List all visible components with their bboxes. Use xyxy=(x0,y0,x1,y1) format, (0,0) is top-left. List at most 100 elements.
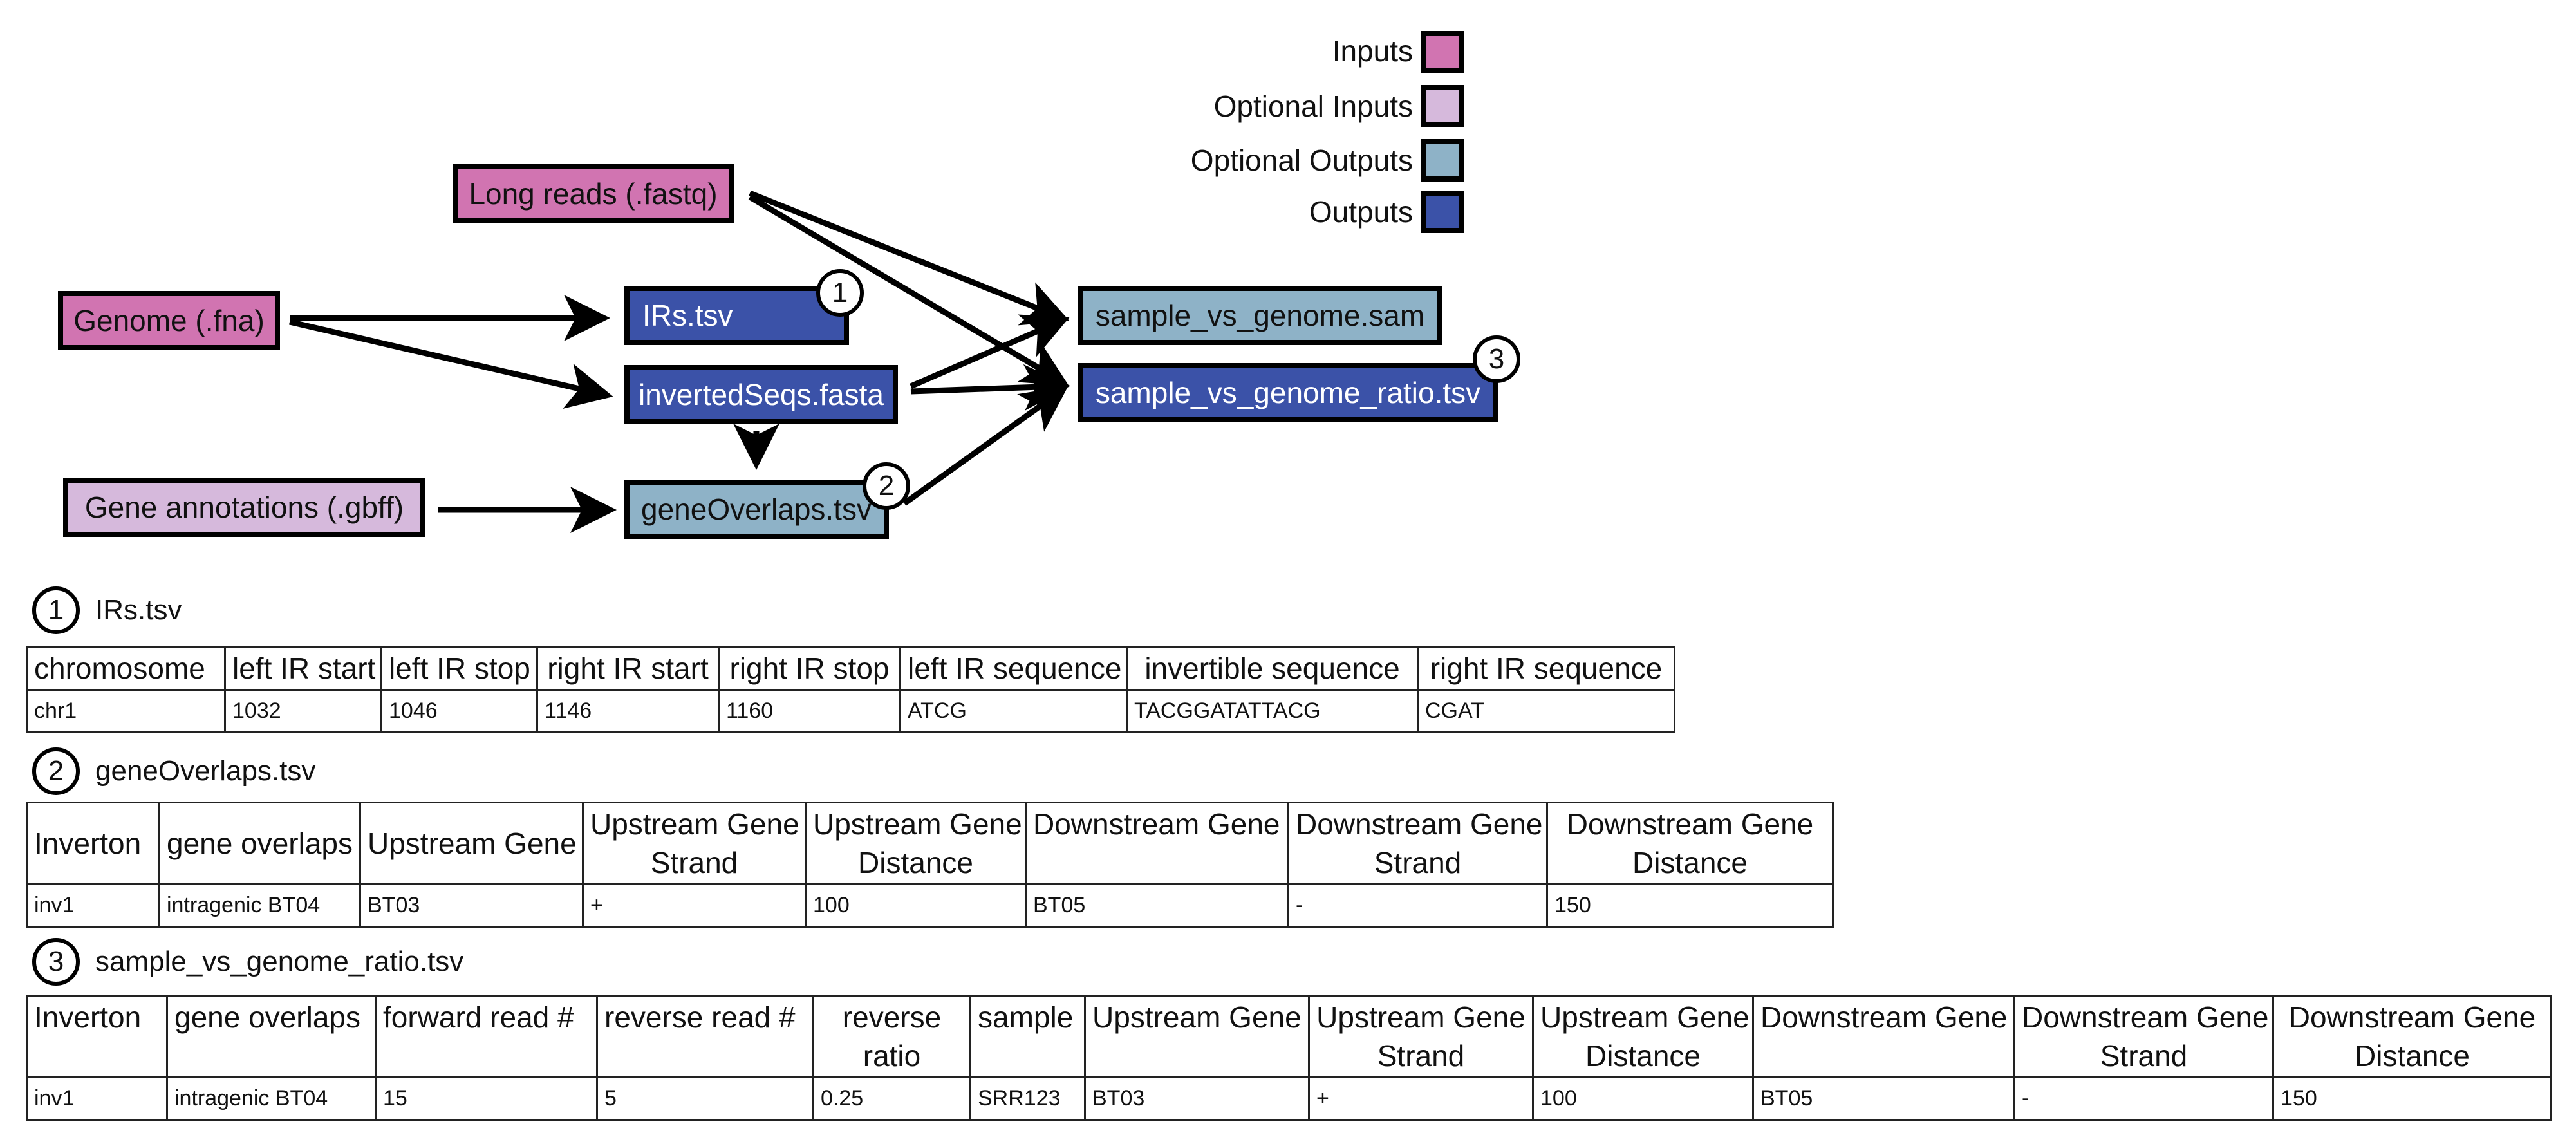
badge-1: 1 xyxy=(816,269,864,317)
header-line: Strand xyxy=(1374,846,1462,879)
table-cell: inv1 xyxy=(26,1076,168,1121)
ratio-box: sample_vs_genome_ratio.tsv xyxy=(1078,363,1498,422)
table-cell: 1146 xyxy=(536,689,720,733)
header-line: Distance xyxy=(2355,1039,2470,1073)
genome-box: Genome (.fna) xyxy=(58,291,280,350)
table-cell: 5 xyxy=(596,1076,814,1121)
table-header-cell: Inverton xyxy=(26,802,160,885)
table-cell: CGAT xyxy=(1417,689,1675,733)
table-cell: 1032 xyxy=(224,689,382,733)
header-line: Distance xyxy=(858,846,973,879)
table-header-cell: reverse ratio xyxy=(812,995,971,1078)
legend-inputs-swatch xyxy=(1421,31,1464,73)
table-header-row: chromosome left IR start left IR stop ri… xyxy=(26,646,1675,691)
table-row: inv1 intragenic BT04 BT03 + 100 BT05 - 1… xyxy=(26,883,1834,928)
header-line: ratio xyxy=(863,1039,921,1073)
irs-table: chromosome left IR start left IR stop ri… xyxy=(26,646,1675,733)
header-line: Upstream Gene xyxy=(1316,1000,1526,1034)
table-cell: 1046 xyxy=(380,689,538,733)
table-cell: SRR123 xyxy=(969,1076,1086,1121)
table-header-cell: Inverton xyxy=(26,995,168,1078)
table-cell: TACGGATATTACG xyxy=(1126,689,1419,733)
legend-optional-inputs-swatch xyxy=(1421,85,1464,127)
table-header-cell: left IR start xyxy=(224,646,382,691)
section-irs-title: 1 IRs.tsv xyxy=(32,586,182,634)
table-header-cell: Downstream Gene xyxy=(1752,995,2015,1078)
inverted-seqs-box: invertedSeqs.fasta xyxy=(624,365,898,424)
table-cell: 100 xyxy=(1532,1076,1754,1121)
table-header-cell: forward read # xyxy=(375,995,598,1078)
table-header-cell: invertible sequence xyxy=(1126,646,1419,691)
header-line: Downstream Gene xyxy=(1296,807,1543,841)
header-line: Strand xyxy=(2100,1039,2188,1073)
header-line: Distance xyxy=(1585,1039,1701,1073)
table-cell: - xyxy=(1287,883,1548,928)
table-header-cell: Upstream Gene xyxy=(359,802,584,885)
table-header-cell: chromosome xyxy=(26,646,226,691)
legend-outputs-swatch xyxy=(1421,191,1464,233)
table-cell: chr1 xyxy=(26,689,226,733)
arrow-inverted-to-ratio xyxy=(910,364,1070,411)
table-header-cell: right IR start xyxy=(536,646,720,691)
section-irs-badge: 1 xyxy=(32,586,80,634)
section-ratio-label: sample_vs_genome_ratio.tsv xyxy=(95,946,464,977)
legend-outputs-label: Outputs xyxy=(1309,195,1413,229)
section-ratio-badge: 3 xyxy=(32,938,80,986)
arrow-genome-to-inverted xyxy=(288,319,613,409)
table-cell: 0.25 xyxy=(812,1076,971,1121)
table-header-cell: gene overlaps xyxy=(158,802,361,885)
table-header-cell: gene overlaps xyxy=(166,995,377,1078)
arrow-inverted-to-sam xyxy=(910,314,1070,389)
table-header-cell: reverse read # xyxy=(596,995,814,1078)
table-cell: + xyxy=(582,883,807,928)
header-line: Strand xyxy=(650,846,738,879)
table-header-cell: sample xyxy=(969,995,1086,1078)
table-cell: 15 xyxy=(375,1076,598,1121)
table-header-cell: right IR stop xyxy=(718,646,901,691)
badge-3: 3 xyxy=(1473,335,1520,383)
gene-annotations-box: Gene annotations (.gbff) xyxy=(63,478,425,537)
header-line: Strand xyxy=(1377,1039,1465,1073)
table-row: inv1 intragenic BT04 15 5 0.25 SRR123 BT… xyxy=(26,1076,2552,1121)
section-overlaps-badge: 2 xyxy=(32,747,80,795)
table-header-cell: left IR stop xyxy=(380,646,538,691)
legend-optional-outputs-label: Optional Outputs xyxy=(1190,144,1413,177)
table-header-cell: right IR sequence xyxy=(1417,646,1675,691)
gene-overlaps-box: geneOverlaps.tsv xyxy=(624,480,889,539)
header-line: Upstream Gene xyxy=(813,807,1022,841)
table-cell: BT03 xyxy=(1084,1076,1310,1121)
table-cell: intragenic BT04 xyxy=(158,883,361,928)
irs-box: IRs.tsv xyxy=(624,286,849,345)
overlaps-table: Inverton gene overlaps Upstream Gene Ups… xyxy=(26,802,1834,928)
header-line: reverse xyxy=(842,1000,942,1034)
table-cell: 150 xyxy=(1546,883,1834,928)
sam-box: sample_vs_genome.sam xyxy=(1078,286,1442,345)
header-line: Upstream Gene xyxy=(590,807,799,841)
arrow-longreads-to-ratio xyxy=(748,194,1069,386)
table-cell: - xyxy=(2013,1076,2274,1121)
legend-optional-inputs-label: Optional Inputs xyxy=(1213,89,1413,123)
section-overlaps-title: 2 geneOverlaps.tsv xyxy=(32,747,315,795)
section-overlaps-label: geneOverlaps.tsv xyxy=(95,755,316,787)
table-header-row: Inverton gene overlaps forward read # re… xyxy=(26,995,2552,1078)
flow-arrows xyxy=(288,190,1070,533)
table-cell: ATCG xyxy=(899,689,1128,733)
table-cell: 150 xyxy=(2272,1076,2552,1121)
header-line: Downstream Gene xyxy=(1566,807,1814,841)
arrow-longreads-to-sam xyxy=(749,190,1070,326)
long-reads-box: Long reads (.fastq) xyxy=(453,164,734,223)
table-header-row: Inverton gene overlaps Upstream Gene Ups… xyxy=(26,802,1834,885)
table-cell: BT05 xyxy=(1025,883,1289,928)
section-irs-label: IRs.tsv xyxy=(95,594,182,626)
table-cell: BT03 xyxy=(359,883,584,928)
ratio-table: Inverton gene overlaps forward read # re… xyxy=(26,995,2552,1121)
arrow-overlaps-to-ratio xyxy=(902,386,1069,506)
legend-optional-outputs-swatch xyxy=(1421,139,1464,182)
